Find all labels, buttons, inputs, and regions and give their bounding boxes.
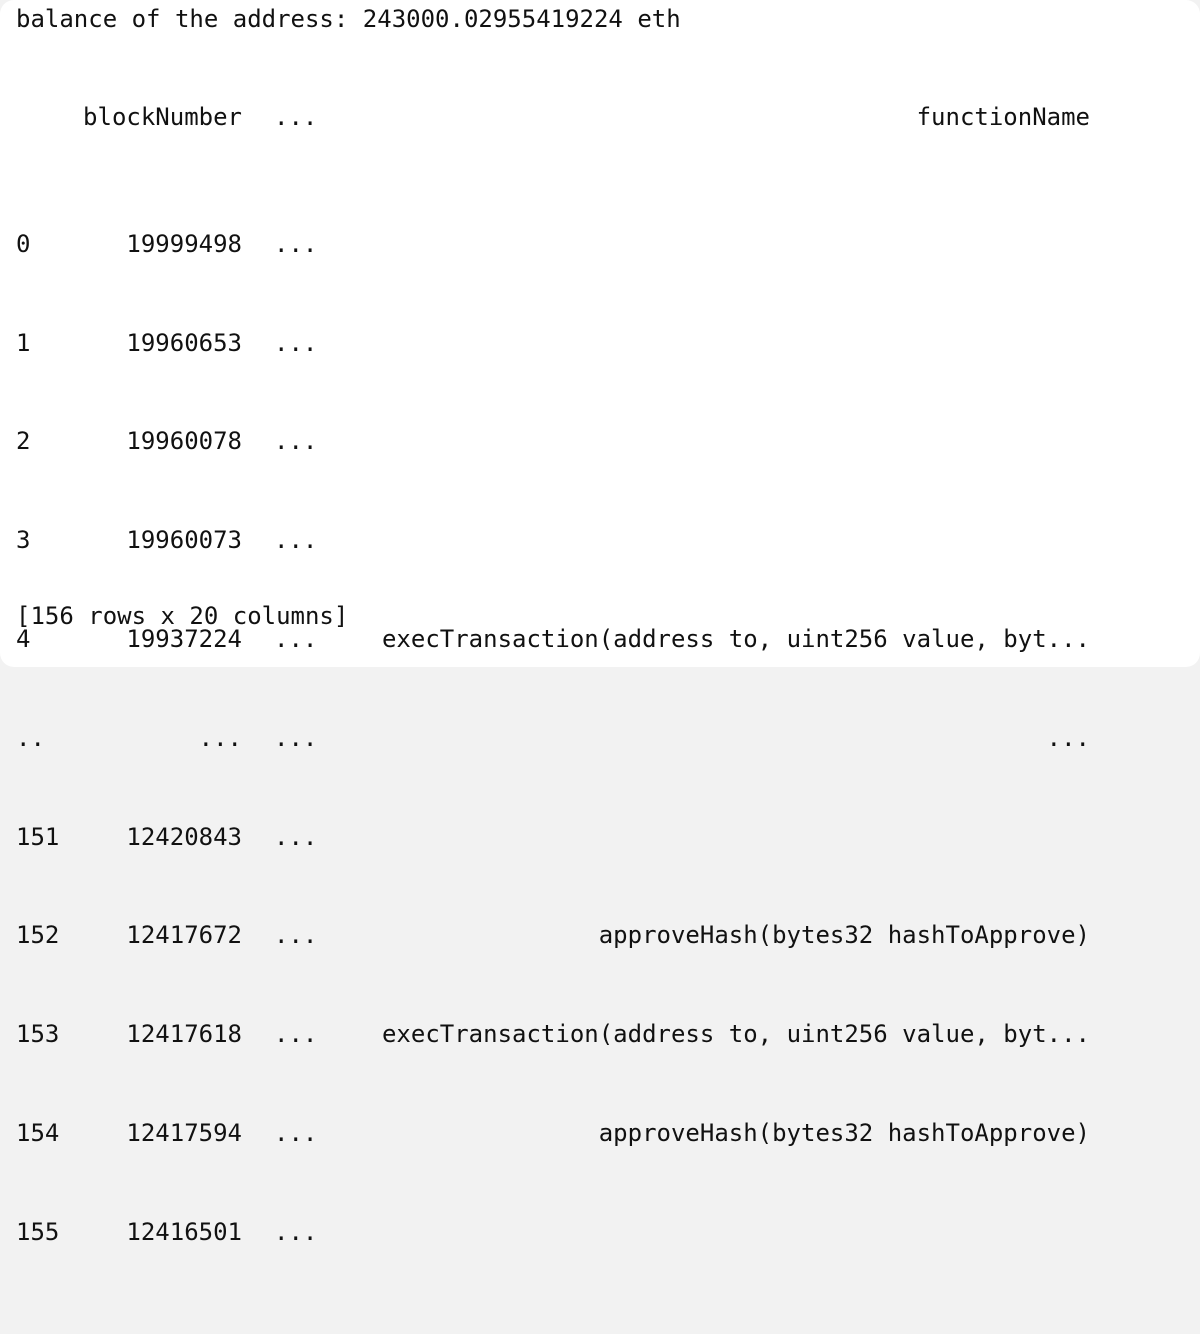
table-row: 1 19960653 ... bbox=[16, 328, 1116, 371]
row-ellipsis: ... bbox=[274, 1217, 318, 1246]
row-ellipsis: ... bbox=[274, 1020, 318, 1049]
row-ellipsis: ... bbox=[274, 723, 318, 752]
row-function-name: approveHash(bytes32 hashToApprove) bbox=[598, 921, 1090, 950]
balance-label: balance of the address: bbox=[16, 5, 349, 33]
dataframe-table: blockNumber ... functionName 0 19999498 … bbox=[16, 46, 1116, 1316]
balance-value: 243000.02955419224 bbox=[362, 5, 623, 33]
row-index: 2 bbox=[16, 427, 31, 456]
table-row: 2 19960078 ... bbox=[16, 426, 1116, 469]
row-function-name bbox=[336, 822, 1090, 852]
row-block-number: 12417672 bbox=[126, 921, 242, 950]
row-function-name: execTransaction(address to, uint256 valu… bbox=[381, 1020, 1090, 1049]
row-index: 4 bbox=[16, 624, 31, 653]
row-block-number: ... bbox=[198, 723, 242, 752]
row-index: 3 bbox=[16, 526, 31, 555]
row-ellipsis: ... bbox=[274, 328, 318, 357]
balance-unit: eth bbox=[637, 5, 681, 33]
dataframe-shape-summary: [156 rows x 20 columns] bbox=[16, 602, 349, 630]
header-block-number: blockNumber bbox=[83, 103, 242, 131]
row-function-name bbox=[336, 426, 1090, 456]
row-ellipsis: ... bbox=[274, 427, 318, 456]
row-function-name: approveHash(bytes32 hashToApprove) bbox=[598, 1118, 1090, 1147]
table-row: 4 19937224 ... execTransaction(address t… bbox=[16, 624, 1116, 667]
table-row-truncation: .. ... ... ... bbox=[16, 723, 1116, 766]
table-row: 3 19960073 ... bbox=[16, 525, 1116, 568]
row-block-number: 12420843 bbox=[126, 822, 242, 851]
row-block-number: 19999498 bbox=[126, 229, 242, 258]
row-block-number: 12417618 bbox=[126, 1020, 242, 1049]
console-output-panel: balance of the address: 243000.029554192… bbox=[0, 0, 1200, 1246]
row-ellipsis: ... bbox=[274, 229, 318, 258]
row-index: 1 bbox=[16, 328, 31, 357]
row-function-name: ... bbox=[1046, 723, 1090, 752]
table-header-row: blockNumber ... functionName bbox=[16, 102, 1116, 145]
row-function-name bbox=[336, 1217, 1090, 1247]
row-index: 0 bbox=[16, 229, 31, 258]
row-block-number: 12417594 bbox=[126, 1118, 242, 1147]
row-block-number: 19960653 bbox=[126, 328, 242, 357]
row-function-name bbox=[336, 328, 1090, 358]
row-ellipsis: ... bbox=[274, 526, 318, 555]
table-row: 0 19999498 ... bbox=[16, 229, 1116, 272]
table-row: 151 12420843 ... bbox=[16, 822, 1116, 865]
row-block-number: 19937224 bbox=[126, 624, 242, 653]
row-function-name: execTransaction(address to, uint256 valu… bbox=[381, 624, 1090, 653]
header-ellipsis: ... bbox=[274, 103, 318, 131]
row-function-name bbox=[336, 525, 1090, 555]
header-function-name: functionName bbox=[916, 103, 1090, 131]
table-row: 153 12417618 ... execTransaction(address… bbox=[16, 1019, 1116, 1062]
row-ellipsis: ... bbox=[274, 921, 318, 950]
row-block-number: 19960078 bbox=[126, 427, 242, 456]
row-block-number: 19960073 bbox=[126, 526, 242, 555]
table-row: 155 12416501 ... bbox=[16, 1217, 1116, 1260]
row-ellipsis: ... bbox=[274, 822, 318, 851]
balance-line: balance of the address: 243000.029554192… bbox=[16, 4, 681, 34]
row-ellipsis: ... bbox=[274, 1118, 318, 1147]
row-function-name bbox=[336, 229, 1090, 259]
table-row: 154 12417594 ... approveHash(bytes32 has… bbox=[16, 1118, 1116, 1161]
table-row: 152 12417672 ... approveHash(bytes32 has… bbox=[16, 920, 1116, 963]
row-block-number: 12416501 bbox=[126, 1217, 242, 1246]
row-ellipsis: ... bbox=[274, 624, 318, 653]
